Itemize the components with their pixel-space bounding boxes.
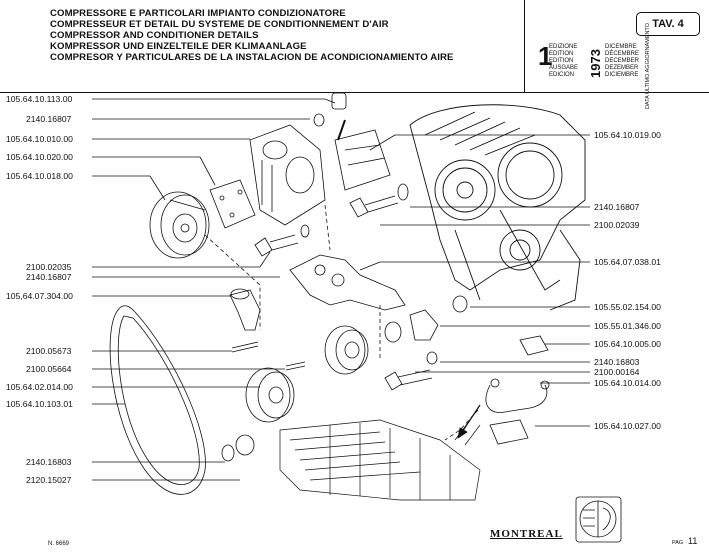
- title-italian: COMPRESSORE E PARTICOLARI IMPIANTO CONDI…: [50, 8, 346, 19]
- pump-housing: [289, 254, 406, 311]
- bracket: [334, 119, 391, 191]
- part-label-right: 2140.16807: [594, 202, 640, 212]
- edition-label-it: EDIZIONE: [549, 44, 578, 50]
- pressure-switch: [485, 335, 550, 445]
- part-label-left: 2100.05664: [26, 364, 72, 374]
- edition-label-de: AUSGABE: [549, 65, 579, 71]
- footer-page-number: 11: [688, 536, 698, 546]
- engine-block: [409, 104, 586, 311]
- compressor-body: [249, 124, 326, 226]
- bolt-compressor: [254, 224, 310, 257]
- part-label-right: 2100.02039: [594, 220, 640, 230]
- title-english: COMPRESSOR AND CONDITIONER DETAILS: [50, 30, 259, 41]
- idler-pulley: [245, 367, 295, 423]
- part-label-left: 105,64.07.304.00: [6, 291, 73, 301]
- edition-month-es: DICIEMBRE: [605, 72, 639, 78]
- title-spanish: COMPRESOR Y PARTICULARES DE LA INSTALACI…: [50, 52, 454, 63]
- footer-model: MONTREAL: [490, 528, 563, 540]
- header-rule: [0, 92, 709, 93]
- crank-pulley: [324, 325, 369, 375]
- lower-engine: [279, 419, 481, 501]
- bolt-top: [313, 92, 347, 127]
- part-label-left: 105.64.10.020.00: [6, 152, 73, 162]
- part-label-left: 105.64.10.018.00: [6, 171, 73, 181]
- footer-number: N. 6669: [48, 541, 70, 547]
- edition-label-en: EDITION: [549, 58, 574, 64]
- washer-nut: [221, 434, 255, 462]
- header-divider: [524, 0, 525, 92]
- studs: [231, 341, 306, 371]
- part-label-left: 2140.16803: [26, 457, 72, 467]
- part-label-left: 105.64.10.103.01: [6, 399, 73, 409]
- elbow-fitting: [229, 288, 261, 331]
- edition-month-de: DEZEMBER: [605, 65, 639, 71]
- edition-month-fr: DÉCEMBRE: [605, 51, 640, 57]
- edition-month-en: DECEMBER: [605, 58, 640, 64]
- edition-label-fr: EDITION: [549, 51, 574, 57]
- assembly-lines: [204, 204, 479, 441]
- clutch-pulley: [149, 191, 210, 259]
- part-label-left: 2140.16807: [26, 272, 72, 282]
- drive-belt: [109, 305, 206, 495]
- tensioner-parts: [384, 295, 468, 391]
- part-label-left: 105.64.02.014.00: [6, 382, 73, 392]
- direction-arrow: [457, 404, 481, 439]
- gasket-plate: [209, 179, 256, 229]
- part-label-right: 105.64.10.005.00: [594, 339, 661, 349]
- part-label-left: 2100.02035: [26, 262, 72, 272]
- part-label-right: 105.64.10.027.00: [594, 421, 661, 431]
- edition-label-es: EDICION: [549, 72, 575, 78]
- edition-number: 1: [538, 41, 553, 71]
- title-german: KOMPRESSOR UND EINZELTEILE DER KLIMAANLA…: [50, 41, 307, 52]
- part-label-left: 105.64.10.010.00: [6, 134, 73, 144]
- part-label-right: 105.64.10.014.00: [594, 378, 661, 388]
- part-label-right: 105.55.01.346.00: [594, 321, 661, 331]
- part-label-left: 2100.05673: [26, 346, 72, 356]
- part-label-right: 2100.00164: [594, 367, 640, 377]
- part-label-right: 105.64.07.038.01: [594, 257, 661, 267]
- part-label-left: 105.64.10.113.00: [6, 94, 73, 104]
- leader-lines-left: [92, 98, 336, 481]
- footer-page-label: PAG: [672, 540, 684, 546]
- part-label-right: 105.55.02.154.00: [594, 302, 661, 312]
- part-label-left: 2140.16807: [26, 114, 72, 124]
- part-label-left: 2120.15027: [26, 475, 72, 485]
- part-label-right: 105.64.10.019.00: [594, 130, 661, 140]
- edition-month-it: DICEMBRE: [605, 44, 637, 50]
- bolt-bracket: [349, 183, 409, 218]
- tav-box: TAV. 4: [636, 12, 700, 36]
- alfa-logo: [575, 496, 622, 543]
- part-label-right: 2140.16803: [594, 357, 640, 367]
- title-french: COMPRESSEUR ET DETAIL DU SYSTEME DE COND…: [50, 19, 389, 30]
- leader-lines-right: [359, 134, 590, 427]
- edition-block: 1 EDIZIONE EDITION EDITION AUSGABE EDICI…: [535, 23, 655, 109]
